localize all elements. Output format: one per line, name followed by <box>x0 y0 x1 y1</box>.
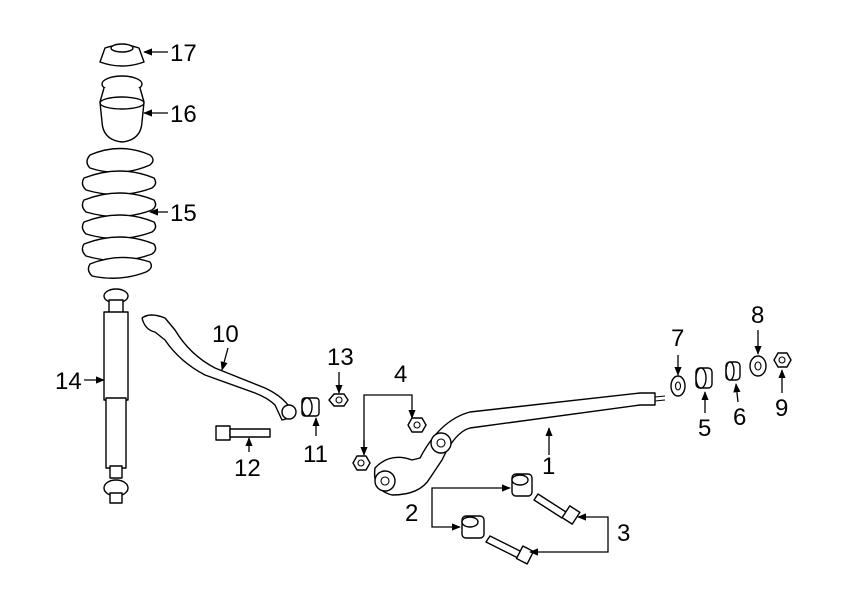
callout-15: 15 <box>170 200 197 227</box>
bushing-2-lower-part <box>461 515 485 539</box>
callout-8: 8 <box>751 302 764 329</box>
callout-1: 1 <box>542 453 555 480</box>
callout-2: 2 <box>405 500 418 527</box>
callout-9: 9 <box>775 395 788 422</box>
stabilizer-bar-part <box>141 314 297 421</box>
upper-insulator-part <box>99 43 145 67</box>
control-arm-part <box>373 392 666 496</box>
shock-absorber-part <box>103 288 129 504</box>
bolt-3-upper-part <box>533 493 581 525</box>
bolt-3-lower-part <box>485 535 535 565</box>
bolt-12-part <box>215 425 271 441</box>
washer-7-part <box>670 375 686 397</box>
callout-labels: 17 16 15 14 10 12 11 13 4 1 2 3 7 5 6 8 … <box>55 40 788 547</box>
nut-4-upper-part <box>407 417 427 433</box>
callout-16: 16 <box>170 101 197 128</box>
callout-7: 7 <box>671 325 684 352</box>
callout-17: 17 <box>170 40 197 67</box>
coil-spring-part <box>81 147 157 279</box>
bushing-2-upper-part <box>511 473 533 497</box>
callout-3: 3 <box>617 520 630 547</box>
washer-8-part <box>749 355 767 377</box>
bushing-6-part <box>725 361 741 381</box>
nut-4-lower-part <box>352 455 371 471</box>
nut-9-part <box>773 352 792 368</box>
callout-10: 10 <box>212 321 239 348</box>
callout-14: 14 <box>55 368 82 395</box>
callout-6: 6 <box>733 404 746 431</box>
jounce-bumper-part <box>99 75 145 143</box>
leader-lines <box>84 48 786 556</box>
callout-4: 4 <box>394 361 407 388</box>
callout-11: 11 <box>303 441 328 468</box>
callout-13: 13 <box>327 344 354 371</box>
bushing-11-part <box>301 397 320 417</box>
bushing-5-part <box>695 367 713 389</box>
callout-5: 5 <box>698 415 711 442</box>
callout-12: 12 <box>234 455 261 482</box>
nut-13-part <box>328 393 349 407</box>
